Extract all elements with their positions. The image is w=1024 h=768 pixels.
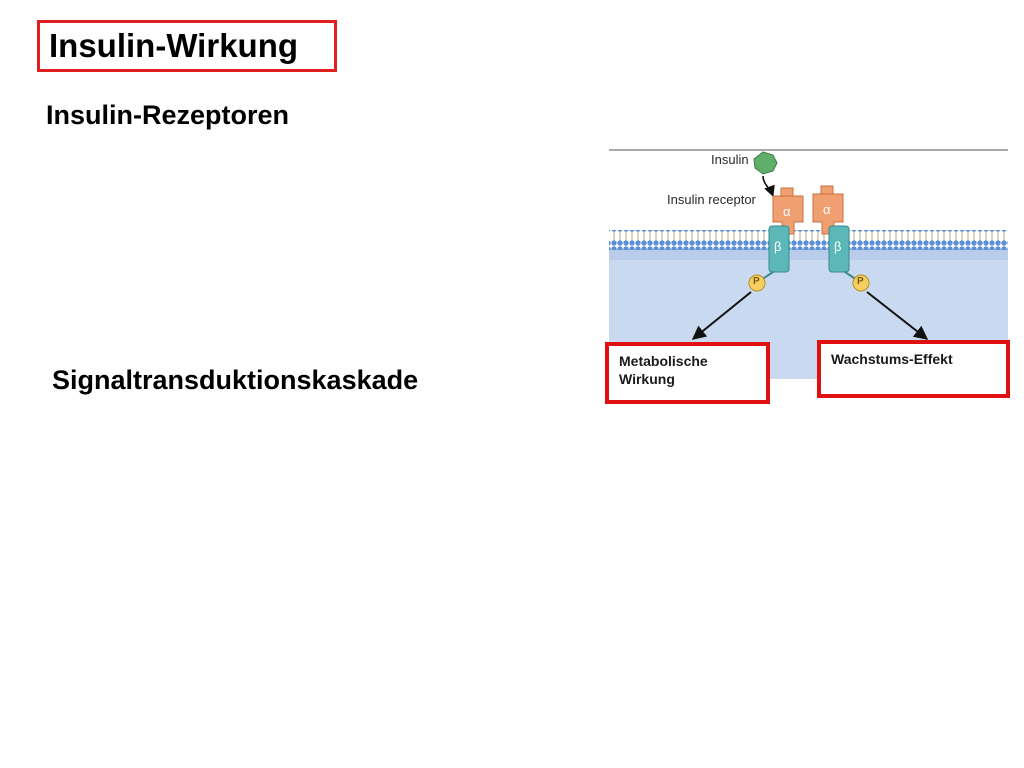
title-box: Insulin-Wirkung (37, 20, 337, 72)
signal-arrow-right (866, 291, 929, 340)
outcome-box-growth: Wachstums-Effekt (817, 340, 1010, 398)
outcome-metabolic-line2: Wirkung (619, 371, 675, 388)
alpha-symbol-right: α (823, 202, 831, 217)
signal-arrow-left (691, 291, 752, 340)
insulin-label: Insulin (711, 152, 749, 167)
beta-symbol-right: β (834, 239, 842, 254)
cell-membrane (609, 230, 1008, 251)
phosphate-symbol-left: P (753, 276, 760, 287)
alpha-symbol-left: α (783, 204, 791, 219)
subtitle-insulin-receptors: Insulin-Rezeptoren (46, 100, 290, 130)
outcome-metabolic-line1: Metabolische (619, 353, 708, 369)
signal-cascade-label: Signaltransduktionskaskade (52, 365, 419, 395)
phosphate-left (748, 274, 766, 292)
insulin-receptor-diagram: Insulin Insulin receptor α α β β P P Met… (605, 146, 1010, 406)
beta-subunit-left (768, 225, 790, 273)
page-title: Insulin-Wirkung (49, 27, 299, 64)
insulin-binding-arrow (762, 175, 775, 198)
insulin-molecule (753, 151, 778, 175)
outcome-growth-label: Wachstums-Effekt (831, 351, 953, 367)
phosphate-right (852, 274, 870, 292)
phosphate-symbol-right: P (857, 276, 864, 287)
diagram-graphic (609, 149, 1008, 379)
beta-subunit-right (828, 225, 850, 273)
insulin-receptor-label: Insulin receptor (667, 192, 756, 207)
alpha-subunit-left (772, 195, 804, 235)
outcome-box-metabolic: Metabolische Wirkung (605, 342, 770, 404)
beta-symbol-left: β (774, 239, 782, 254)
